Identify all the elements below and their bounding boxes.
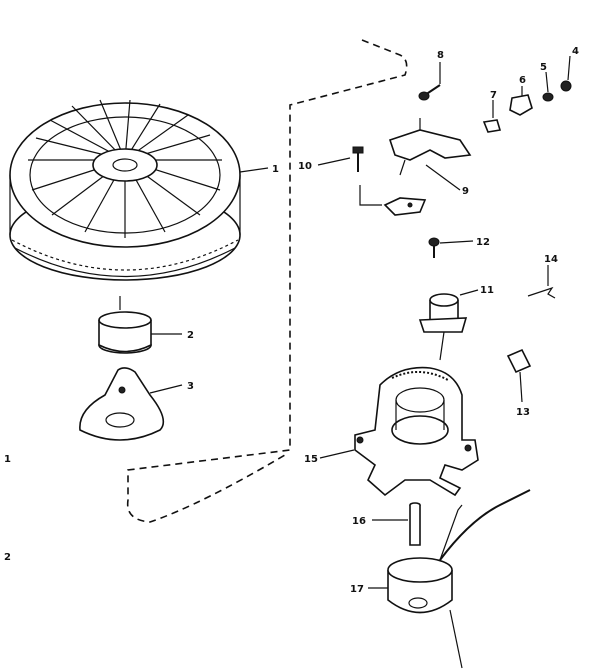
callout-7: 7 <box>490 90 497 101</box>
assembly-path <box>126 39 408 523</box>
plate-icon <box>79 367 165 441</box>
callout-4: 4 <box>572 46 579 57</box>
flywheel-icon <box>9 99 241 281</box>
callout-16: 16 <box>352 516 366 527</box>
callout-5: 5 <box>540 62 547 73</box>
pin-icon <box>409 502 421 546</box>
callout-10: 10 <box>298 161 312 172</box>
cover-plate-icon <box>506 348 532 374</box>
margin-mark-1: 1 <box>4 454 11 465</box>
condenser-icon <box>418 293 468 361</box>
callout-2: 2 <box>187 330 194 341</box>
margin-mark-2: 2 <box>4 552 11 563</box>
callout-1: 1 <box>272 164 279 175</box>
callout-15: 15 <box>304 454 318 465</box>
callout-12: 12 <box>476 237 490 248</box>
screw-12-icon <box>428 237 440 258</box>
coil-icon <box>387 489 531 669</box>
callout-9: 9 <box>462 186 469 197</box>
callout-6: 6 <box>519 75 526 86</box>
leader-lines <box>149 55 571 589</box>
callout-8: 8 <box>437 50 444 61</box>
callout-17: 17 <box>350 584 364 595</box>
housing-icon <box>354 366 479 497</box>
bracket-assembly-icon <box>352 80 572 216</box>
wire-clip-icon <box>527 286 556 299</box>
callout-3: 3 <box>187 381 194 392</box>
callout-11: 11 <box>480 285 494 296</box>
callout-13: 13 <box>516 407 530 418</box>
sleeve-icon <box>98 296 152 354</box>
callout-14: 14 <box>544 254 558 265</box>
